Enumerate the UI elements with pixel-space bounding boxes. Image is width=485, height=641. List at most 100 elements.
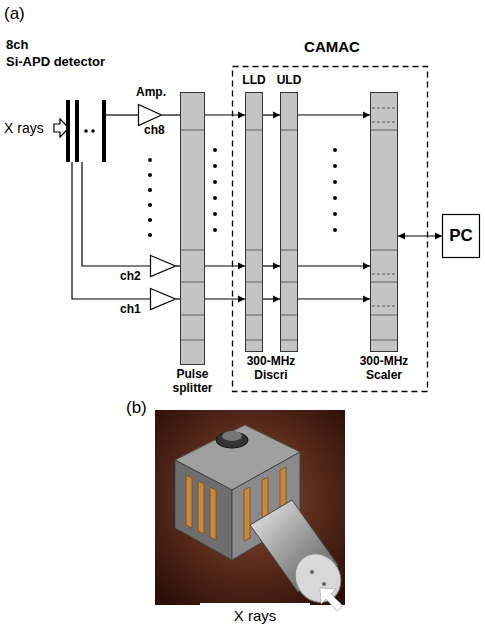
figure-label: 300-MHz Discri — [239, 355, 303, 383]
signal-line — [298, 296, 370, 303]
channel-divider — [245, 340, 263, 341]
wire — [298, 298, 370, 299]
dot — [84, 129, 88, 133]
dot — [148, 233, 152, 237]
arrow-head — [398, 233, 405, 240]
pc-outline — [443, 215, 480, 258]
channel-divider — [180, 130, 205, 131]
arrow-head — [363, 296, 370, 303]
dot — [91, 129, 95, 133]
apd-detector-outline — [66, 100, 106, 162]
channel-divider — [180, 315, 205, 316]
figure-label: X rays — [205, 607, 305, 624]
crate-outline — [233, 67, 428, 392]
signal-line — [205, 296, 245, 303]
figure-label: (a) — [4, 4, 25, 24]
dot — [148, 203, 152, 207]
detector-photo — [155, 410, 350, 632]
signal-line — [263, 263, 280, 270]
fin — [186, 475, 192, 528]
module-box — [371, 93, 398, 352]
fin — [198, 481, 204, 534]
arrow-head — [435, 233, 442, 240]
discriminator-outline — [280, 92, 298, 352]
channel-divider — [372, 274, 396, 275]
apd-detector-label: Si-APD detector — [6, 55, 105, 70]
camac-crate-label: CAMAC — [272, 38, 392, 55]
discriminator-label: ULD — [269, 74, 309, 88]
amplifier-outline — [150, 288, 176, 310]
fin — [210, 487, 216, 540]
apd-plate — [102, 100, 106, 162]
dot — [333, 212, 337, 216]
screw — [322, 582, 326, 586]
channel-divider — [280, 250, 298, 251]
signal-line — [263, 296, 280, 303]
channel-divider — [370, 130, 398, 131]
label-ground — [200, 603, 310, 632]
signal-line — [72, 162, 150, 299]
arrow-head — [273, 263, 280, 270]
fin — [244, 487, 250, 541]
channel-divider — [180, 250, 205, 251]
xray-arrow — [320, 588, 343, 611]
channel-divider — [245, 250, 263, 251]
arrow-head — [238, 296, 245, 303]
dot — [333, 196, 337, 200]
channel-dots — [148, 148, 337, 237]
module-box — [281, 93, 298, 352]
scaler: 300-MHz Scaler — [370, 92, 398, 352]
signal-line — [82, 162, 150, 266]
channel-divider — [245, 315, 263, 316]
dot — [148, 158, 152, 162]
dot — [333, 180, 337, 184]
amplifier-outline — [150, 255, 176, 277]
dot — [148, 218, 152, 222]
amplifier-outline — [138, 104, 162, 126]
channel-divider — [372, 108, 396, 109]
channel-divider — [245, 130, 263, 131]
arrow-head — [273, 296, 280, 303]
amplifier-triangle — [139, 105, 162, 126]
amplifier: ch2 — [150, 255, 176, 277]
housing-side — [175, 460, 232, 560]
dot — [148, 188, 152, 192]
pulse-splitter-outline — [180, 92, 205, 365]
dot — [213, 148, 217, 152]
module-box — [246, 93, 263, 352]
apd-plate — [66, 100, 70, 162]
apd-plate — [75, 100, 79, 162]
dot — [213, 196, 217, 200]
screw — [310, 570, 314, 574]
signal-line — [263, 112, 280, 119]
arrow-head — [273, 112, 280, 119]
amplifier: Amp.ch8 — [138, 104, 162, 126]
dot — [148, 173, 152, 177]
channel-divider — [372, 306, 396, 307]
dot — [333, 148, 337, 152]
signal-line — [298, 263, 370, 270]
pc-box-label: PC — [442, 226, 480, 246]
pulse-splitter: Pulse splitter — [180, 92, 205, 365]
channel-divider — [280, 130, 298, 131]
camac-crate: CAMACLLDULD300-MHz Scaler — [232, 66, 428, 392]
signal-line — [298, 112, 370, 119]
channel-divider — [372, 122, 396, 123]
top-cap — [222, 431, 242, 441]
wire — [298, 265, 370, 266]
wire — [106, 114, 138, 115]
amplifier-label: ch8 — [144, 124, 165, 138]
discriminator: ULD — [280, 92, 298, 352]
dot — [213, 180, 217, 184]
dot — [333, 228, 337, 232]
signal-line — [162, 115, 180, 116]
channel-divider — [370, 340, 398, 341]
module-box — [181, 93, 205, 365]
amplifier-label: Amp. — [136, 86, 166, 100]
apd-detector-label: 8ch — [6, 38, 28, 53]
channel-divider — [370, 250, 398, 251]
wire — [298, 114, 370, 115]
channel-divider — [280, 315, 298, 316]
